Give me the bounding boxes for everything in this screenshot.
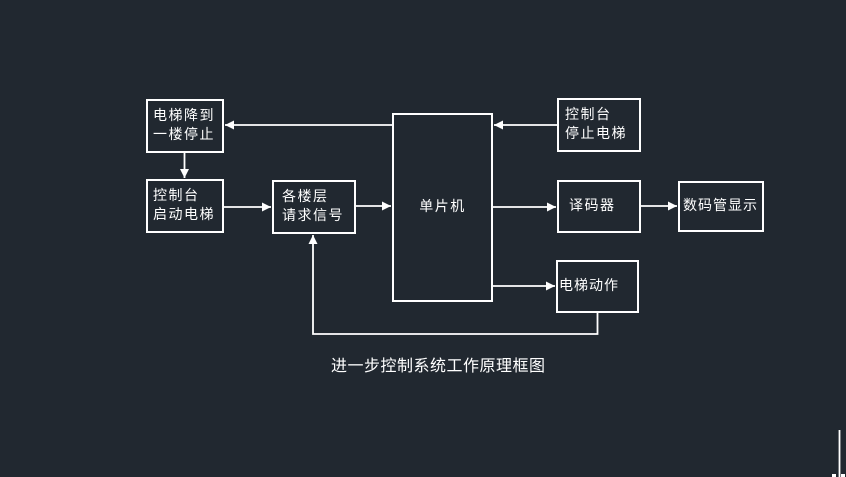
- box-elevator-down-stop: 电梯降到 一楼停止: [146, 99, 224, 153]
- box-label: 控制台: [153, 188, 200, 204]
- box-label: 停止电梯: [565, 126, 627, 142]
- box-label: 译码器: [569, 198, 616, 214]
- connector-elevator-action-feedback-to-floor-request: [308, 235, 599, 335]
- box-floor-request-signals: 各楼层 请求信号: [272, 180, 356, 234]
- box-label: 控制台: [565, 107, 612, 123]
- box-elevator-action: 电梯动作: [556, 260, 639, 313]
- box-label: 电梯动作: [559, 278, 619, 294]
- box-label: 请求信号: [282, 208, 344, 224]
- box-mcu: 单片机: [392, 113, 493, 302]
- box-console-start-elevator: 控制台 启动电梯: [146, 179, 224, 233]
- diagram-caption: 进一步控制系统工作原理框图: [331, 356, 546, 375]
- box-decoder: 译码器: [557, 180, 641, 233]
- box-digital-tube-display: 数码管显示: [678, 181, 764, 232]
- box-label: 一楼停止: [153, 127, 215, 143]
- clipped-drawing-element: [832, 430, 845, 477]
- box-console-stop-elevator: 控制台 停止电梯: [557, 98, 641, 152]
- box-label: 各楼层: [282, 189, 329, 205]
- box-label: 数码管显示: [683, 198, 758, 214]
- box-label: 单片机: [419, 199, 466, 215]
- box-label: 启动电梯: [153, 207, 215, 223]
- box-label: 电梯降到: [153, 108, 215, 124]
